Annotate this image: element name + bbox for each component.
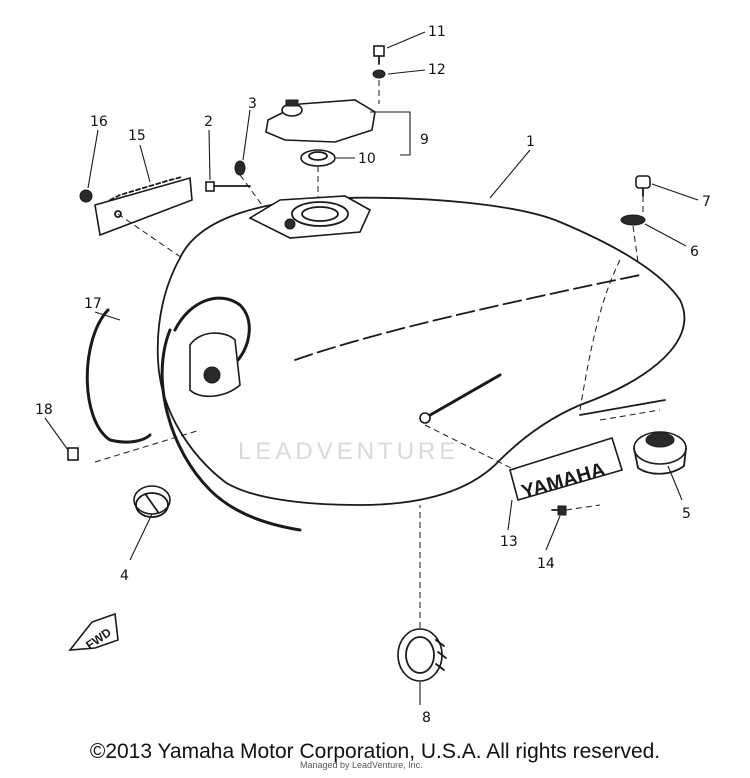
callout-11: 11 <box>428 24 446 40</box>
clip-18-part[interactable] <box>67 447 79 461</box>
callout-17: 17 <box>84 296 102 312</box>
copyright-notice: ©2013 Yamaha Motor Corporation, U.S.A. A… <box>89 740 661 763</box>
callout-1: 1 <box>526 134 535 150</box>
callout-6: 6 <box>690 244 699 260</box>
callout-13: 13 <box>500 534 518 550</box>
callout-10: 10 <box>358 151 376 167</box>
plug-7-part[interactable] <box>635 175 651 197</box>
leader-lines <box>44 31 699 705</box>
callout-8: 8 <box>422 710 431 726</box>
fwd-arrow-icon: FWD <box>68 612 119 652</box>
callout-3: 3 <box>248 96 257 112</box>
filler-neck-part <box>248 195 372 239</box>
callout-4: 4 <box>120 568 129 584</box>
callout-18: 18 <box>35 402 53 418</box>
callout-2: 2 <box>204 114 213 130</box>
assembly-lines <box>94 80 661 628</box>
bracket-15-part[interactable] <box>94 176 193 237</box>
callout-14: 14 <box>537 556 555 572</box>
callout-9: 9 <box>420 132 429 148</box>
fuel-tank-exploded-view: YAMAHA FWD <box>35 24 711 726</box>
damper-5-part[interactable] <box>633 431 687 475</box>
bolt-2-part[interactable] <box>205 181 251 192</box>
tank-cap-part[interactable] <box>265 99 376 143</box>
damper-4-part[interactable] <box>133 485 171 518</box>
washer-6-part[interactable] <box>620 214 646 226</box>
callout-labels: 1 2 3 4 5 6 7 8 9 10 11 12 13 14 15 16 1… <box>35 24 711 726</box>
screw-14-part[interactable] <box>551 505 567 516</box>
nut-3-part[interactable] <box>234 160 246 176</box>
washer-12-part[interactable] <box>372 69 386 79</box>
callout-15: 15 <box>128 128 146 144</box>
bolt-16-part[interactable] <box>79 189 93 203</box>
callout-5: 5 <box>682 506 691 522</box>
fuel-tank-part[interactable] <box>156 196 686 506</box>
managed-by-note: Managed by LeadVenture, Inc. <box>300 760 423 770</box>
callout-7: 7 <box>702 194 711 210</box>
grommet-8-part[interactable] <box>397 628 447 682</box>
emblem-13-part[interactable]: YAMAHA <box>509 436 624 504</box>
callout-12: 12 <box>428 62 446 78</box>
screw-11-part[interactable] <box>373 45 385 65</box>
side-fitting-part <box>419 373 502 424</box>
leadventure-watermark: LEADVENTURE <box>238 438 460 465</box>
callout-16: 16 <box>90 114 108 130</box>
hose-17-part[interactable] <box>85 296 302 532</box>
tank-opening-part <box>189 332 241 398</box>
cap-gasket-part[interactable] <box>300 149 336 167</box>
